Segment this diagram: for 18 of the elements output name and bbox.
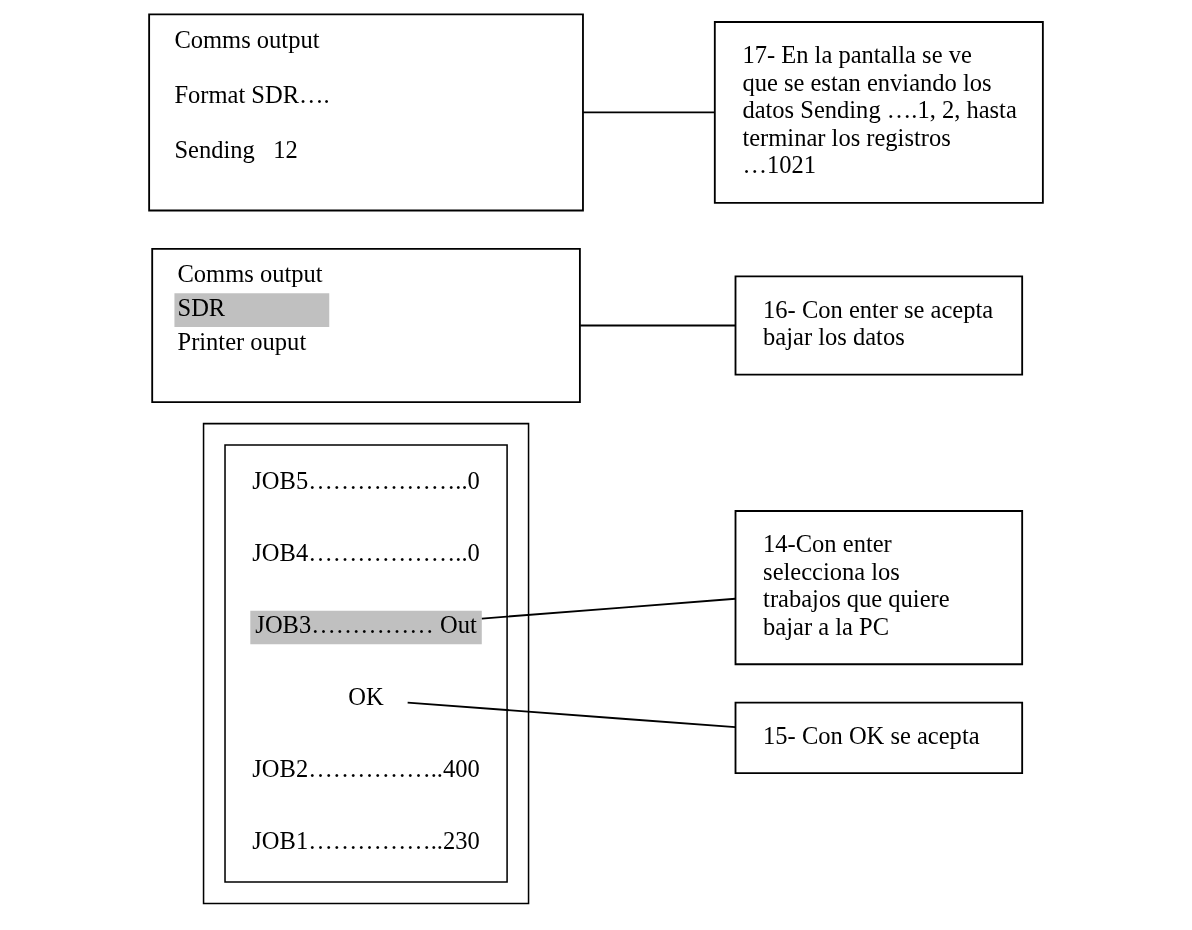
node-text: JOB1……………..230 xyxy=(252,827,480,855)
connector xyxy=(406,701,737,729)
node-text: JOB4………………..0 xyxy=(252,539,480,567)
node-box: 14-Con enter selecciona los trabajos que quiere bajar a la PC xyxy=(734,510,1024,666)
connector xyxy=(579,324,737,327)
node-box: JOB3…………… Out xyxy=(250,610,482,645)
cluster xyxy=(224,444,508,883)
node-box: Comms output Format SDR…. Sending 12 xyxy=(148,13,584,212)
node-text: JOB2……………..400 xyxy=(252,755,480,783)
node-text: JOB5………………..0 xyxy=(252,467,480,495)
node-box: 17- En la pantalla se ve que se estan enviando los datos Sending ….1, 2, hasta terminar los registros …1021 xyxy=(713,21,1044,204)
cluster xyxy=(202,422,530,905)
node-box: Comms output SDR Printer ouput xyxy=(151,247,581,404)
connector xyxy=(582,111,716,114)
connector xyxy=(480,597,737,620)
node-text: OK xyxy=(348,683,384,711)
node-box: 15- Con OK se acepta xyxy=(734,701,1024,775)
node-box: 16- Con enter se acepta bajar los datos xyxy=(734,275,1024,376)
